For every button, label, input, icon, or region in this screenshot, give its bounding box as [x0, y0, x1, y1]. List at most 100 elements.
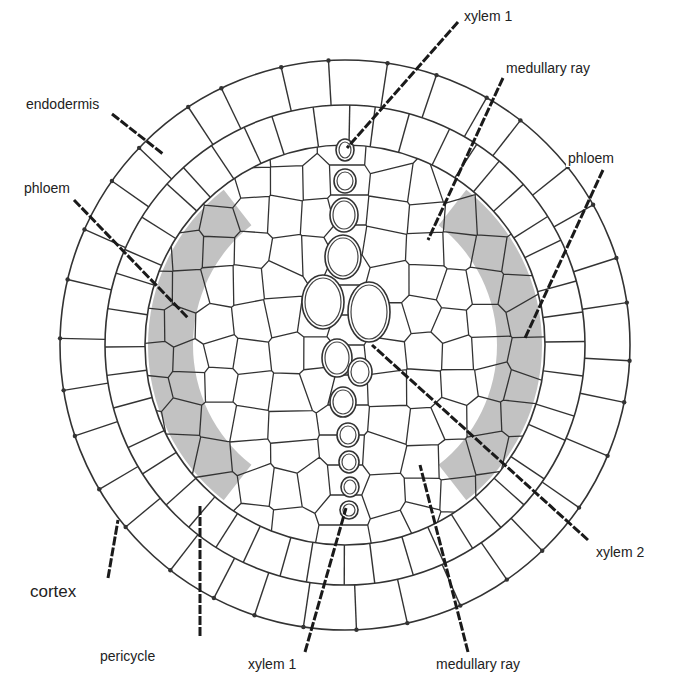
cell-wall: [313, 107, 318, 147]
cell-wall: [451, 514, 472, 548]
vessel-lumen: [333, 390, 353, 414]
cell-wall: [189, 497, 215, 527]
cell-wall: [64, 383, 108, 390]
cell-wall: [475, 497, 501, 527]
xylem-vessel: [325, 235, 361, 279]
part-label: pericycle: [98, 648, 157, 665]
wall-junction: [385, 61, 389, 65]
wall-junction: [625, 300, 629, 304]
cell-wall: [167, 184, 197, 211]
cell-wall: [536, 404, 574, 416]
cell-rings: [58, 58, 632, 632]
wall-junction: [434, 73, 438, 77]
cell-wall: [99, 467, 138, 490]
wall-junction: [61, 388, 65, 392]
xylem-vessel: [302, 275, 344, 329]
cell-wall: [543, 312, 583, 318]
cell-wall: [126, 498, 161, 527]
cell-wall: [68, 279, 112, 289]
wall-junction: [622, 400, 626, 404]
leader-line: [108, 520, 118, 578]
vessel-lumen: [351, 285, 387, 339]
cell-wall: [525, 240, 561, 257]
cell-wall: [166, 478, 196, 505]
vessel-lumen: [328, 238, 358, 276]
wall-junction: [405, 621, 409, 625]
cell-wall: [398, 579, 408, 623]
leader-line: [112, 114, 163, 154]
leader-line: [525, 170, 603, 338]
cell-wall: [214, 558, 235, 598]
wall-junction: [212, 596, 216, 600]
cell-wall: [255, 573, 269, 616]
part-label: xylem 2: [594, 544, 646, 561]
wall-junction: [354, 628, 358, 632]
xylem-vessel: [348, 358, 372, 386]
cell-wall: [542, 482, 579, 508]
cell-wall: [474, 161, 500, 192]
cell-wall: [212, 146, 234, 179]
vessel-lumen: [340, 426, 356, 444]
wall-junction: [110, 179, 114, 183]
cell-wall: [370, 543, 375, 583]
wall-junction: [591, 203, 595, 207]
cell-wall: [566, 438, 607, 456]
cell-wall: [582, 303, 626, 310]
cell-wall: [432, 129, 449, 165]
wall-junction: [614, 256, 618, 260]
cell-wall: [221, 88, 241, 129]
vessel-lumen: [351, 361, 369, 383]
cell-wall: [574, 258, 617, 272]
cell-wall: [344, 545, 346, 585]
cell-wall: [116, 273, 154, 285]
parenchyma-cells: [100, 100, 590, 590]
wall-junction: [540, 549, 544, 553]
wall-junction: [279, 65, 283, 69]
wall-junction: [137, 146, 141, 150]
leader-line: [199, 506, 202, 636]
cell-wall: [243, 526, 260, 562]
cell-wall: [280, 538, 291, 577]
cell-wall: [306, 542, 312, 581]
vessel-lumen: [344, 480, 356, 494]
leader-line: [74, 200, 188, 318]
cell-wall: [272, 116, 284, 154]
leader-line: [347, 22, 458, 148]
tissue-ring: [60, 60, 630, 630]
xylem-vessel: [341, 477, 359, 497]
cell-wall: [399, 114, 410, 153]
part-label: medullary ray: [504, 60, 592, 77]
part-label: xylem 1: [462, 8, 514, 25]
cell-wall: [188, 107, 213, 145]
xylem-vessel: [337, 423, 359, 447]
cell-wall: [543, 371, 583, 376]
cell-wall: [545, 341, 585, 343]
xylem-vessel: [330, 387, 356, 417]
leader-line: [372, 345, 588, 540]
xylem-vessel: [339, 451, 359, 473]
wall-junction: [186, 105, 190, 109]
cell-wall: [170, 535, 198, 571]
cell-wall: [554, 205, 593, 227]
wall-junction: [252, 613, 256, 617]
part-label: cortex: [28, 582, 78, 602]
vessel-lumen: [325, 342, 349, 374]
wall-junction: [219, 86, 223, 90]
xylem-vessel: [334, 169, 356, 193]
xylem-vessel: [330, 198, 358, 232]
cell-wall: [580, 393, 624, 402]
cell-wall: [493, 120, 521, 155]
cell-wall: [538, 281, 577, 292]
leader-line: [305, 508, 346, 652]
xylem-vessel: [348, 282, 390, 342]
wall-junction: [123, 525, 127, 529]
cell-wall: [529, 424, 566, 440]
wall-junction: [505, 577, 509, 581]
cell-wall: [533, 167, 568, 195]
cell-wall: [402, 537, 413, 575]
cell-wall: [112, 181, 149, 207]
leader-line: [428, 78, 503, 240]
cell-wall: [216, 514, 238, 548]
